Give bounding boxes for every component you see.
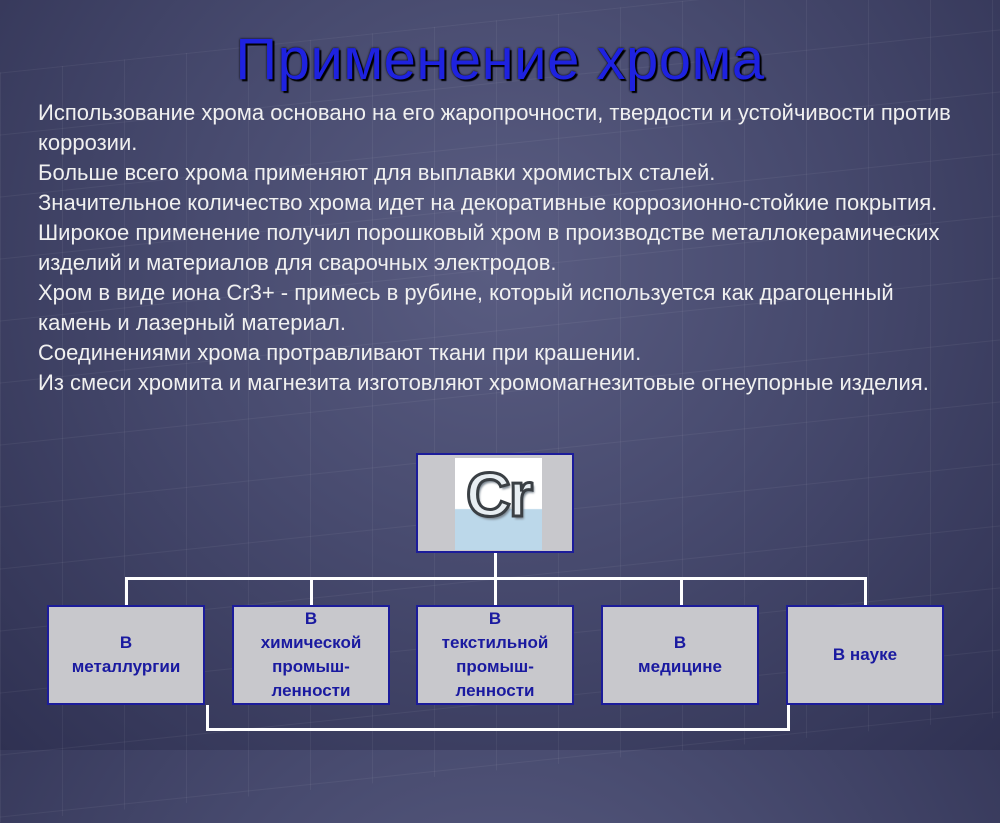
connector-drop-2 [310, 577, 313, 606]
paragraph-steel: Больше всего хрома применяют для выплавк… [38, 160, 716, 185]
category-science: В науке [786, 605, 944, 705]
connector-drop-3 [494, 577, 497, 606]
connector-drop-4 [680, 577, 683, 606]
paragraph-ruby: Хром в виде иона Cr3+ - примесь в рубине… [38, 280, 894, 335]
chromium-symbol: Cr [465, 460, 535, 532]
slide-title: Применение хрома [235, 27, 765, 92]
paragraph-textile: Соединениями хрома протравливают ткани п… [38, 340, 642, 365]
connector-drop-5 [864, 577, 867, 606]
connector-bottom-bar [206, 728, 790, 731]
connector-bottom-right [787, 705, 790, 731]
category-textile-industry: В текстильной промыш- ленности [416, 605, 574, 705]
connector-bottom-left [206, 705, 209, 731]
body-text: Использование хрома основано на его жаро… [38, 98, 968, 398]
paragraph-powder: Широкое применение получил порошковый хр… [38, 220, 940, 275]
category-medicine: В медицине [601, 605, 759, 705]
paragraph-coatings: Значительное количество хрома идет на де… [38, 190, 938, 215]
category-chemical-industry: В химической промыш- ленности [232, 605, 390, 705]
connector-drop-1 [125, 577, 128, 606]
paragraph-heat-resistance: Использование хрома основано на его жаро… [38, 100, 951, 155]
chromium-symbol-box: Cr [416, 453, 574, 553]
paragraph-refractory: Из смеси хромита и магнезита изготовляют… [38, 370, 929, 395]
category-metallurgy: В металлургии [47, 605, 205, 705]
connector-root [494, 553, 497, 579]
chromium-symbol-image: Cr [455, 458, 542, 550]
